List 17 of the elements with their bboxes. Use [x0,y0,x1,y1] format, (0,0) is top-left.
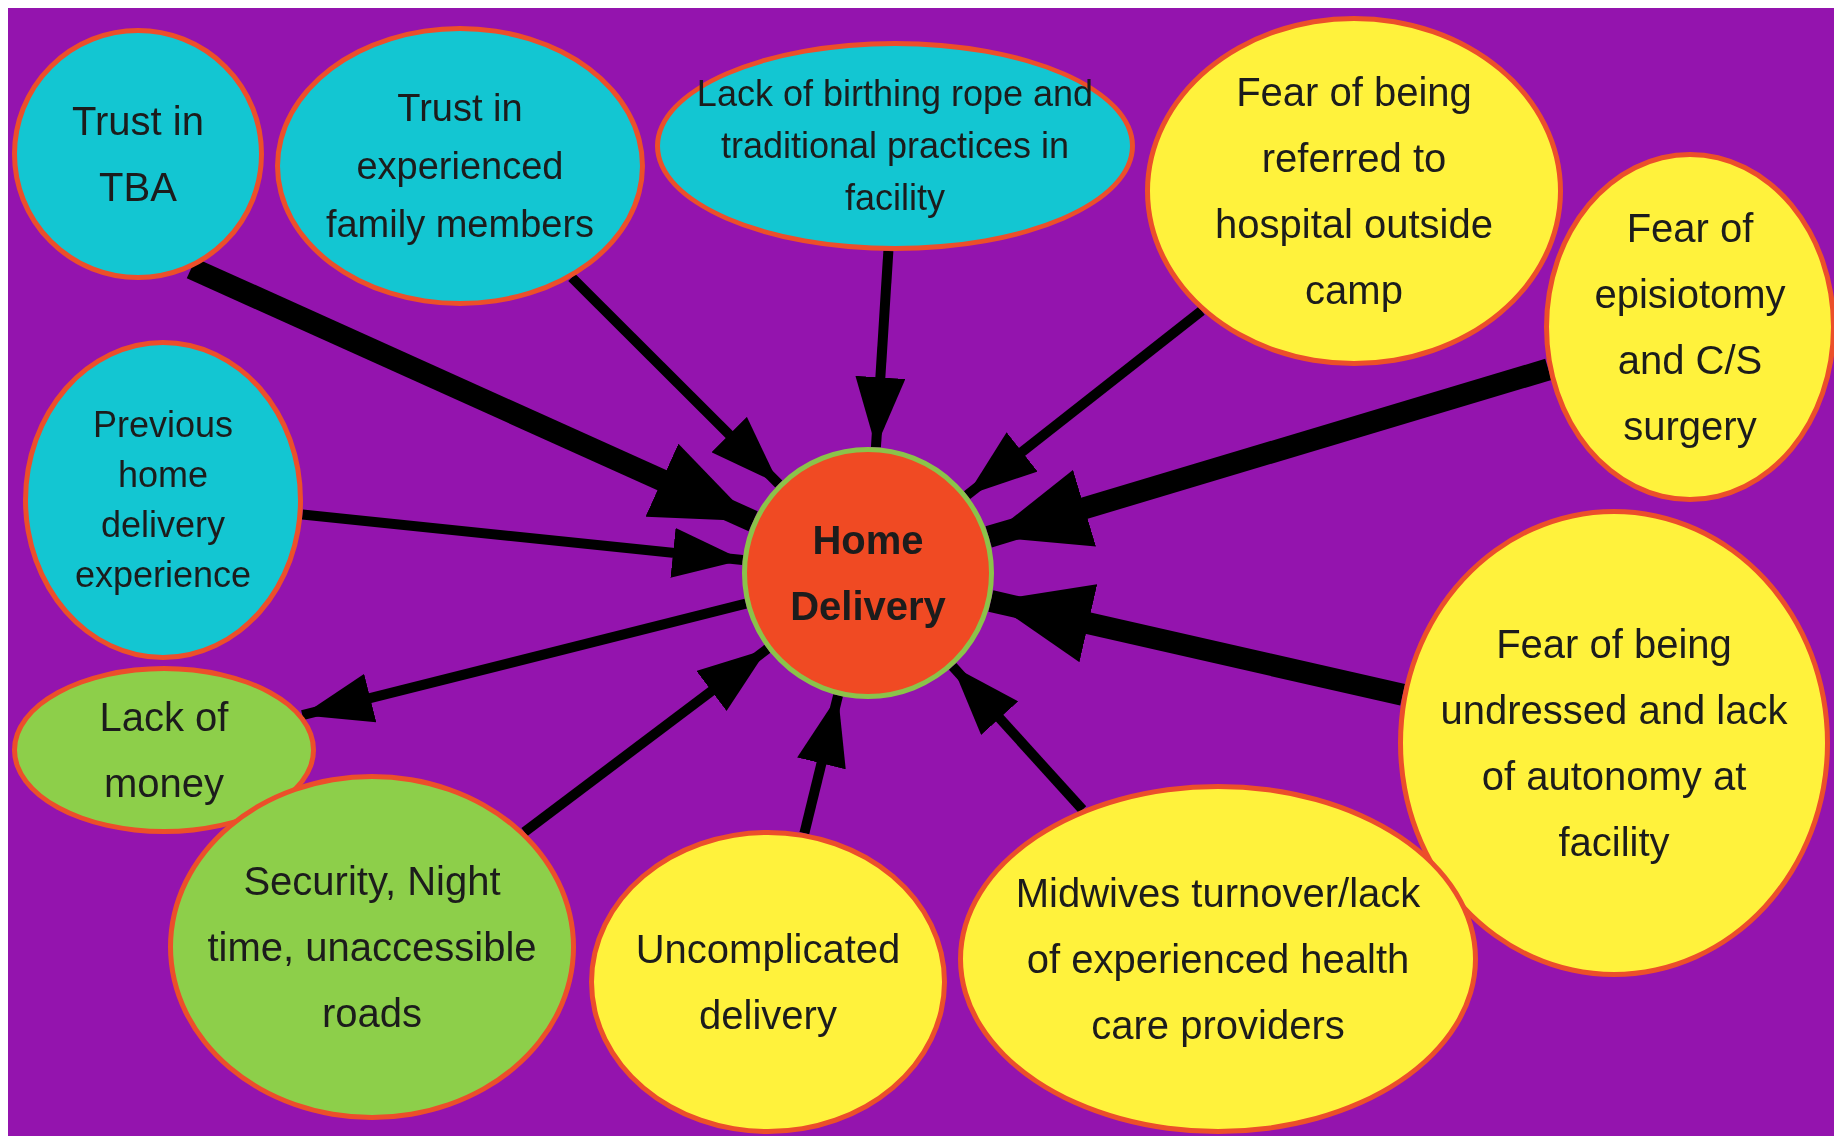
node-label: Previous home delivery experience [73,403,253,597]
node-label: Lack of money [98,694,230,807]
arrow [855,250,906,448]
node-label: Midwives turnover/lack of experienced health care providers [1014,870,1422,1049]
arrow [948,663,1087,813]
node-label: Fear of being referred to hospital outside camp [1214,69,1494,314]
node-label: Fear of episiotomy and C/S surgery [1593,205,1787,450]
arrow [963,306,1205,500]
arrow [301,509,744,578]
node-label: Trust in experienced family members [324,86,596,247]
node-label: Lack of birthing rope and traditional practices in facility [695,72,1095,220]
node-label: Security, Night time, unaccessible roads [207,858,537,1037]
node-label: Trust in TBA [71,98,205,211]
node-label: Uncomplicated delivery [634,926,902,1039]
node-label: Home Delivery [789,517,947,630]
arrow [568,274,783,488]
node-label: Fear of being undressed and lack of autonomy at facility [1439,621,1789,866]
